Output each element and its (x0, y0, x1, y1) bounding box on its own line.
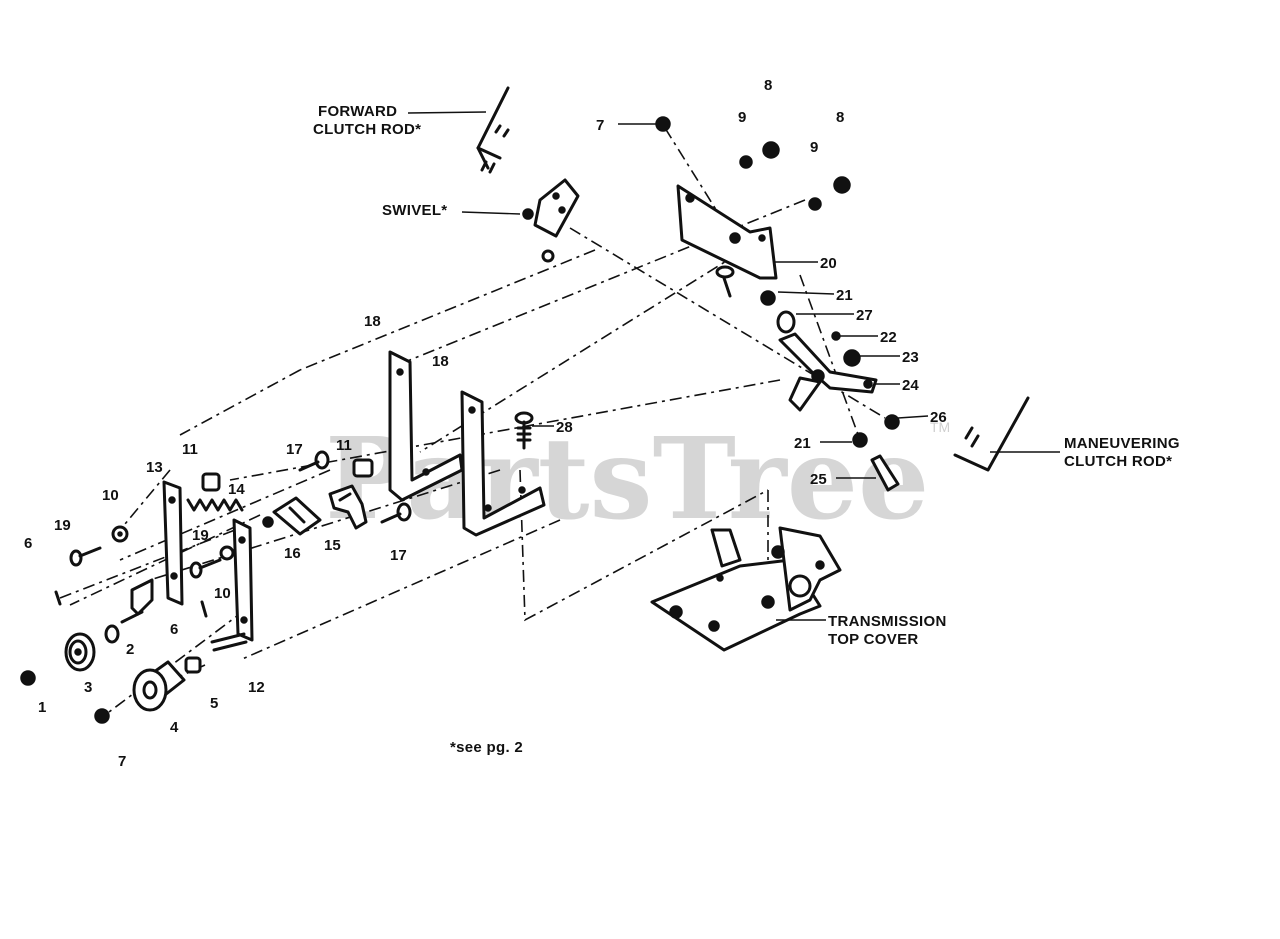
washer-10-left (111, 525, 129, 543)
bolt-19-left (69, 546, 102, 567)
forward-clutch-rod-part (476, 86, 510, 174)
callout-11-mid: 11 (336, 437, 352, 454)
callout-27: 27 (856, 307, 873, 324)
washer-10-mid (219, 545, 235, 561)
svg-text:MANEUVERING: MANEUVERING (1064, 435, 1180, 452)
bolt-2 (120, 610, 144, 624)
callout-6-left: 6 (24, 535, 32, 552)
bracket-18-right (460, 390, 546, 537)
footnote: *see pg. 2 (450, 739, 523, 756)
callout-23: 23 (902, 349, 919, 366)
callout-21-upper: 21 (836, 287, 853, 304)
callout-18-right: 18 (432, 353, 449, 370)
hardware-top (655, 116, 851, 306)
callout-12: 12 (248, 679, 265, 696)
callouts: 1 2 3 4 5 6 6 7 7 8 8 9 9 10 10 11 11 12… (24, 77, 947, 770)
stud-12 (210, 632, 248, 652)
maneuvering-clutch-rod-part (953, 396, 1030, 472)
callout-6-mid: 6 (170, 621, 178, 638)
leader-lines (407, 111, 1060, 621)
plate-16 (262, 496, 322, 536)
spacer-5 (184, 656, 202, 674)
bracket-20-part (676, 184, 778, 298)
idler-4 (132, 660, 186, 712)
callout-17-lower: 17 (390, 547, 407, 564)
pin-6-mid (200, 600, 208, 618)
washer-2 (104, 624, 120, 644)
callout-20: 20 (820, 255, 837, 272)
transmission-top-cover-part (650, 526, 842, 652)
callout-9-right: 9 (810, 139, 818, 156)
callout-16: 16 (284, 545, 301, 562)
callout-3: 3 (84, 679, 92, 696)
bolt-19-mid (189, 558, 222, 579)
svg-text:FORWARD: FORWARD (318, 103, 397, 120)
svg-text:TOP COVER: TOP COVER (828, 631, 919, 648)
callout-28: 28 (556, 419, 573, 436)
bracket-18-left (388, 350, 464, 502)
callout-8-right: 8 (836, 109, 844, 126)
watermark-tm: TM (930, 419, 950, 435)
spring-14 (186, 498, 244, 512)
bolt-17-lower (380, 502, 412, 524)
lever-24-part (776, 310, 900, 492)
caption-forward-clutch-rod: FORWARD CLUTCH ROD* (313, 103, 421, 138)
callout-21-lower: 21 (794, 435, 811, 452)
plate-12 (232, 518, 254, 642)
callout-14: 14 (228, 481, 245, 498)
callout-24: 24 (902, 377, 919, 394)
callout-1: 1 (38, 699, 46, 716)
callout-5: 5 (210, 695, 218, 712)
nut-7-lower (94, 708, 110, 724)
bolt-28 (514, 411, 534, 450)
callout-11-left: 11 (182, 441, 198, 458)
pulley-3 (64, 632, 96, 672)
callout-9-left: 9 (738, 109, 746, 126)
plate-13 (162, 480, 184, 606)
callout-8-left: 8 (764, 77, 772, 94)
callout-10-mid: 10 (214, 585, 231, 602)
pin-6-left (54, 590, 62, 606)
callout-7-bottom: 7 (118, 753, 126, 770)
callout-17-upper: 17 (286, 441, 303, 458)
callout-2: 2 (126, 641, 134, 658)
bolt-17-upper (298, 450, 330, 472)
spacer-11-middle (352, 458, 374, 478)
callout-7-top: 7 (596, 117, 604, 134)
callout-26: 26 (930, 409, 947, 426)
lever-15 (328, 484, 368, 530)
callout-13: 13 (146, 459, 163, 476)
callout-4: 4 (170, 719, 179, 736)
svg-text:CLUTCH ROD*: CLUTCH ROD* (313, 121, 421, 138)
callout-19-left: 19 (54, 517, 71, 534)
callout-18-left: 18 (364, 313, 381, 330)
callout-25: 25 (810, 471, 827, 488)
bracket-small (130, 578, 154, 616)
svg-text:TRANSMISSION: TRANSMISSION (828, 613, 947, 630)
callout-22: 22 (880, 329, 897, 346)
spacer-11-left (201, 472, 221, 492)
callout-19-mid: 19 (192, 527, 209, 544)
callout-15: 15 (324, 537, 341, 554)
callout-10-left: 10 (102, 487, 119, 504)
caption-transmission-top-cover: TRANSMISSION TOP COVER (828, 613, 947, 648)
nut-1 (20, 670, 36, 686)
caption-swivel: SWIVEL* (382, 202, 447, 219)
caption-maneuvering-clutch-rod: MANEUVERING CLUTCH ROD* (1064, 435, 1180, 470)
svg-text:CLUTCH ROD*: CLUTCH ROD* (1064, 453, 1172, 470)
swivel-part (522, 178, 580, 263)
